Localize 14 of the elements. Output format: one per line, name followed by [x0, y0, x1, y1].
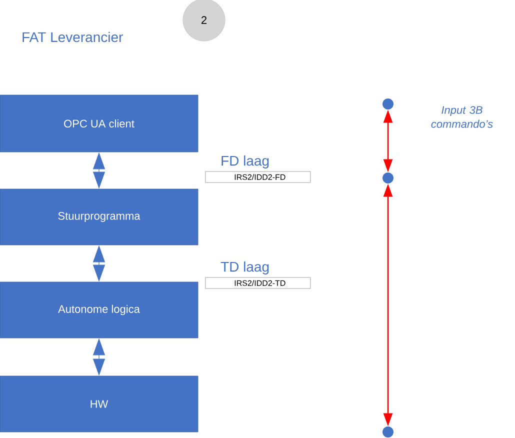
note: Input 3B commando’s	[431, 106, 493, 128]
layer-box: OPC UA client	[0, 94, 198, 152]
dot	[382, 426, 394, 438]
layer-box: Stuurprogramma	[0, 188, 198, 246]
interface-label: IRS2/IDD2-FD	[205, 171, 311, 183]
interface-label: IRS2/IDD2-TD	[205, 277, 311, 289]
layer-box: HW	[0, 376, 198, 432]
layer-heading: FD laag	[222, 155, 269, 169]
dot	[382, 98, 394, 110]
layer-heading: TD laag	[220, 261, 269, 275]
layer-box: Autonome logica	[0, 282, 198, 338]
step-badge: 2	[182, 0, 226, 42]
title: FAT Leverancier	[22, 32, 123, 42]
dot	[382, 172, 394, 184]
